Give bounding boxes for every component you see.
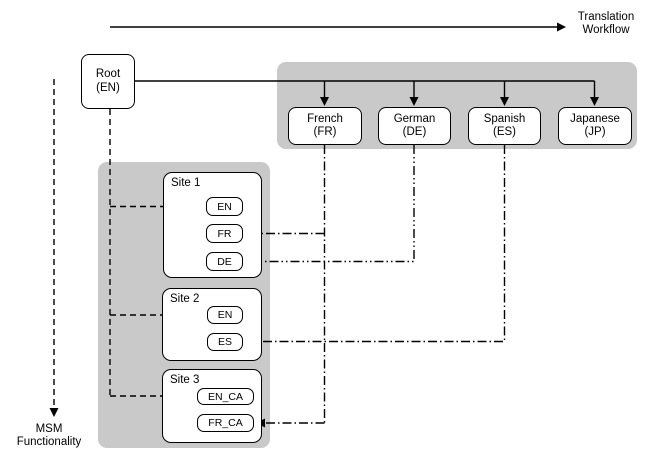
spanish-translation-line: [254, 145, 506, 343]
root-to-languages-trunk-line: [135, 80, 596, 98]
language-box-french-name: French: [307, 112, 343, 125]
language-box-french: French (FR): [288, 107, 362, 145]
msm-functionality-label-line2: Functionality: [16, 436, 82, 448]
french-translation-line: [254, 145, 326, 424]
msm-functionality-label-line1: MSM: [35, 423, 63, 435]
site2-locale-es-box: ES: [207, 333, 243, 351]
german-translation-line: [254, 145, 415, 263]
translation-workflow-label: Translation Workflow: [568, 11, 644, 37]
translation-workflow-label-line2: Workflow: [582, 24, 630, 36]
language-box-french-code: (FR): [313, 126, 337, 138]
msm-functionality-arrowhead: [49, 408, 59, 417]
site2-locale-en-box: EN: [207, 306, 243, 324]
site1-locale-en-box: EN: [206, 197, 243, 216]
german-drop-arrowhead: [409, 97, 419, 106]
language-box-spanish-name: Spanish: [483, 112, 526, 125]
language-box-japanese-name: Japanese: [570, 112, 620, 125]
language-box-german: German (DE): [378, 107, 451, 145]
root-en-box-line2: (EN): [96, 81, 120, 94]
site3-label: Site 3: [170, 374, 200, 386]
root-en-box-line1: Root: [95, 68, 121, 80]
language-box-japanese-code: (JP): [584, 126, 606, 138]
site1-locale-fr-box: FR: [206, 224, 243, 243]
language-box-spanish: Spanish (ES): [468, 107, 541, 145]
site2-label: Site 2: [170, 293, 200, 305]
root-en-box: Root (EN): [81, 54, 135, 109]
language-box-spanish-code: (ES): [493, 126, 516, 138]
site1-locale-de-box: DE: [206, 252, 243, 271]
language-box-german-code: (DE): [402, 126, 427, 138]
site3-locale-frca-box: FR_CA: [197, 414, 254, 432]
translation-workflow-arrowhead: [557, 22, 566, 32]
language-box-german-name: German: [393, 112, 436, 125]
translation-workflow-label-line1: Translation: [577, 11, 635, 23]
language-box-japanese: Japanese (JP): [558, 107, 632, 145]
french-drop-arrowhead: [320, 97, 329, 106]
site3-locale-enca-box: EN_CA: [197, 388, 254, 405]
japanese-drop-arrowhead: [590, 97, 599, 106]
spanish-drop-arrowhead: [500, 97, 509, 106]
site1-label: Site 1: [171, 177, 201, 189]
msm-functionality-label: MSM Functionality: [3, 423, 95, 449]
